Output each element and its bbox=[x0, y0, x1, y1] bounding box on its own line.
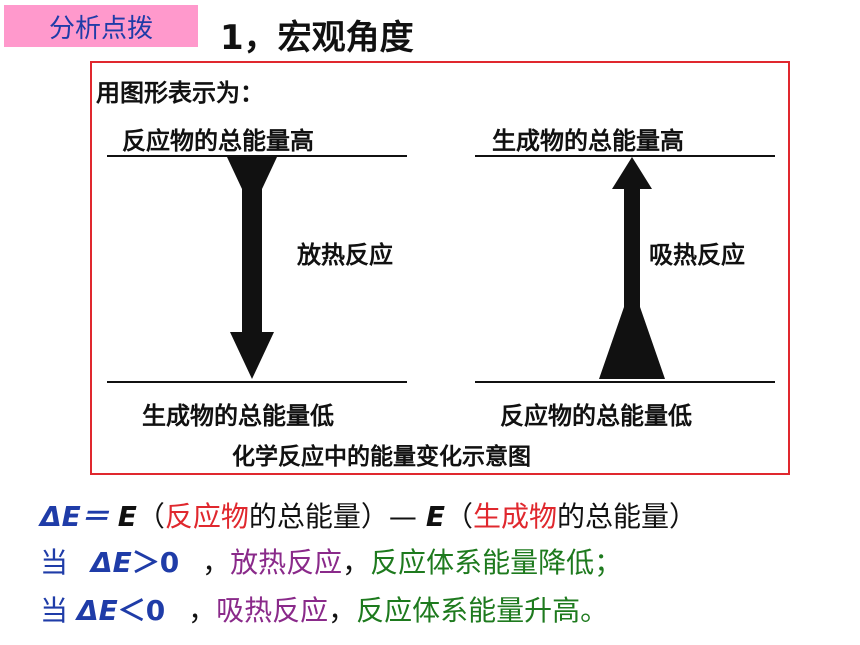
total-energy-text: 的总能量） bbox=[556, 500, 697, 533]
left-bottom-level bbox=[107, 381, 407, 383]
minus-dash: — bbox=[388, 500, 426, 533]
reactant-term: 反应物 bbox=[164, 500, 249, 533]
left-top-level bbox=[107, 155, 407, 157]
right-bottom-level bbox=[475, 381, 775, 383]
e-symbol: E bbox=[117, 500, 137, 533]
paren-open: （ bbox=[444, 500, 473, 533]
e-symbol: E bbox=[425, 500, 445, 533]
right-middle-label: 吸热反应 bbox=[649, 240, 745, 269]
reaction-type: 放热反应 bbox=[230, 546, 343, 579]
left-bottom-label: 生成物的总能量低 bbox=[142, 401, 334, 430]
formula-line-1: ΔE＝ E（反应物的总能量）— E（生成物的总能量） bbox=[40, 495, 697, 535]
diagram-intro: 用图形表示为： bbox=[96, 78, 264, 107]
separator: ， bbox=[202, 546, 231, 579]
diagram-caption: 化学反应中的能量变化示意图 bbox=[232, 443, 531, 470]
right-top-level bbox=[475, 155, 775, 157]
right-top-label: 生成物的总能量高 bbox=[492, 126, 684, 155]
result-text: 反应体系能量升高。 bbox=[356, 594, 609, 627]
when-text: 当 bbox=[40, 594, 69, 627]
right-bottom-label: 反应物的总能量低 bbox=[500, 401, 692, 430]
when-text: 当 bbox=[40, 546, 69, 579]
reaction-type: 吸热反应 bbox=[216, 594, 329, 627]
condition: ＜0 bbox=[117, 594, 166, 627]
left-middle-label: 放热反应 bbox=[297, 240, 393, 269]
separator: ， bbox=[188, 594, 217, 627]
condition: ＞0 bbox=[131, 546, 180, 579]
total-energy-text: 的总能量） bbox=[248, 500, 389, 533]
separator: ， bbox=[342, 546, 371, 579]
paren-open: （ bbox=[136, 500, 165, 533]
product-term: 生成物 bbox=[472, 500, 557, 533]
energy-diagram: 用图形表示为： 反应物的总能量高 放热反应 生成物的总能量低 生成物的总能量高 … bbox=[90, 61, 790, 475]
exothermic-down-arrow bbox=[227, 157, 277, 379]
delta-e-symbol: ΔE bbox=[76, 594, 118, 627]
endothermic-up-arrow bbox=[599, 157, 665, 379]
delta-e-symbol: ΔE bbox=[90, 546, 132, 579]
section-tag: 分析点拨 bbox=[4, 5, 198, 47]
delta-e-symbol: ΔE＝ bbox=[40, 500, 109, 533]
separator: ， bbox=[328, 594, 357, 627]
formula-line-2: 当 ΔE＞0 ，放热反应，反应体系能量降低； bbox=[40, 541, 622, 581]
section-heading: 1，宏观角度 bbox=[220, 18, 414, 58]
left-top-label: 反应物的总能量高 bbox=[122, 126, 314, 155]
result-text: 反应体系能量降低； bbox=[370, 546, 623, 579]
formula-line-3: 当 ΔE＜0 ，吸热反应，反应体系能量升高。 bbox=[40, 589, 608, 629]
